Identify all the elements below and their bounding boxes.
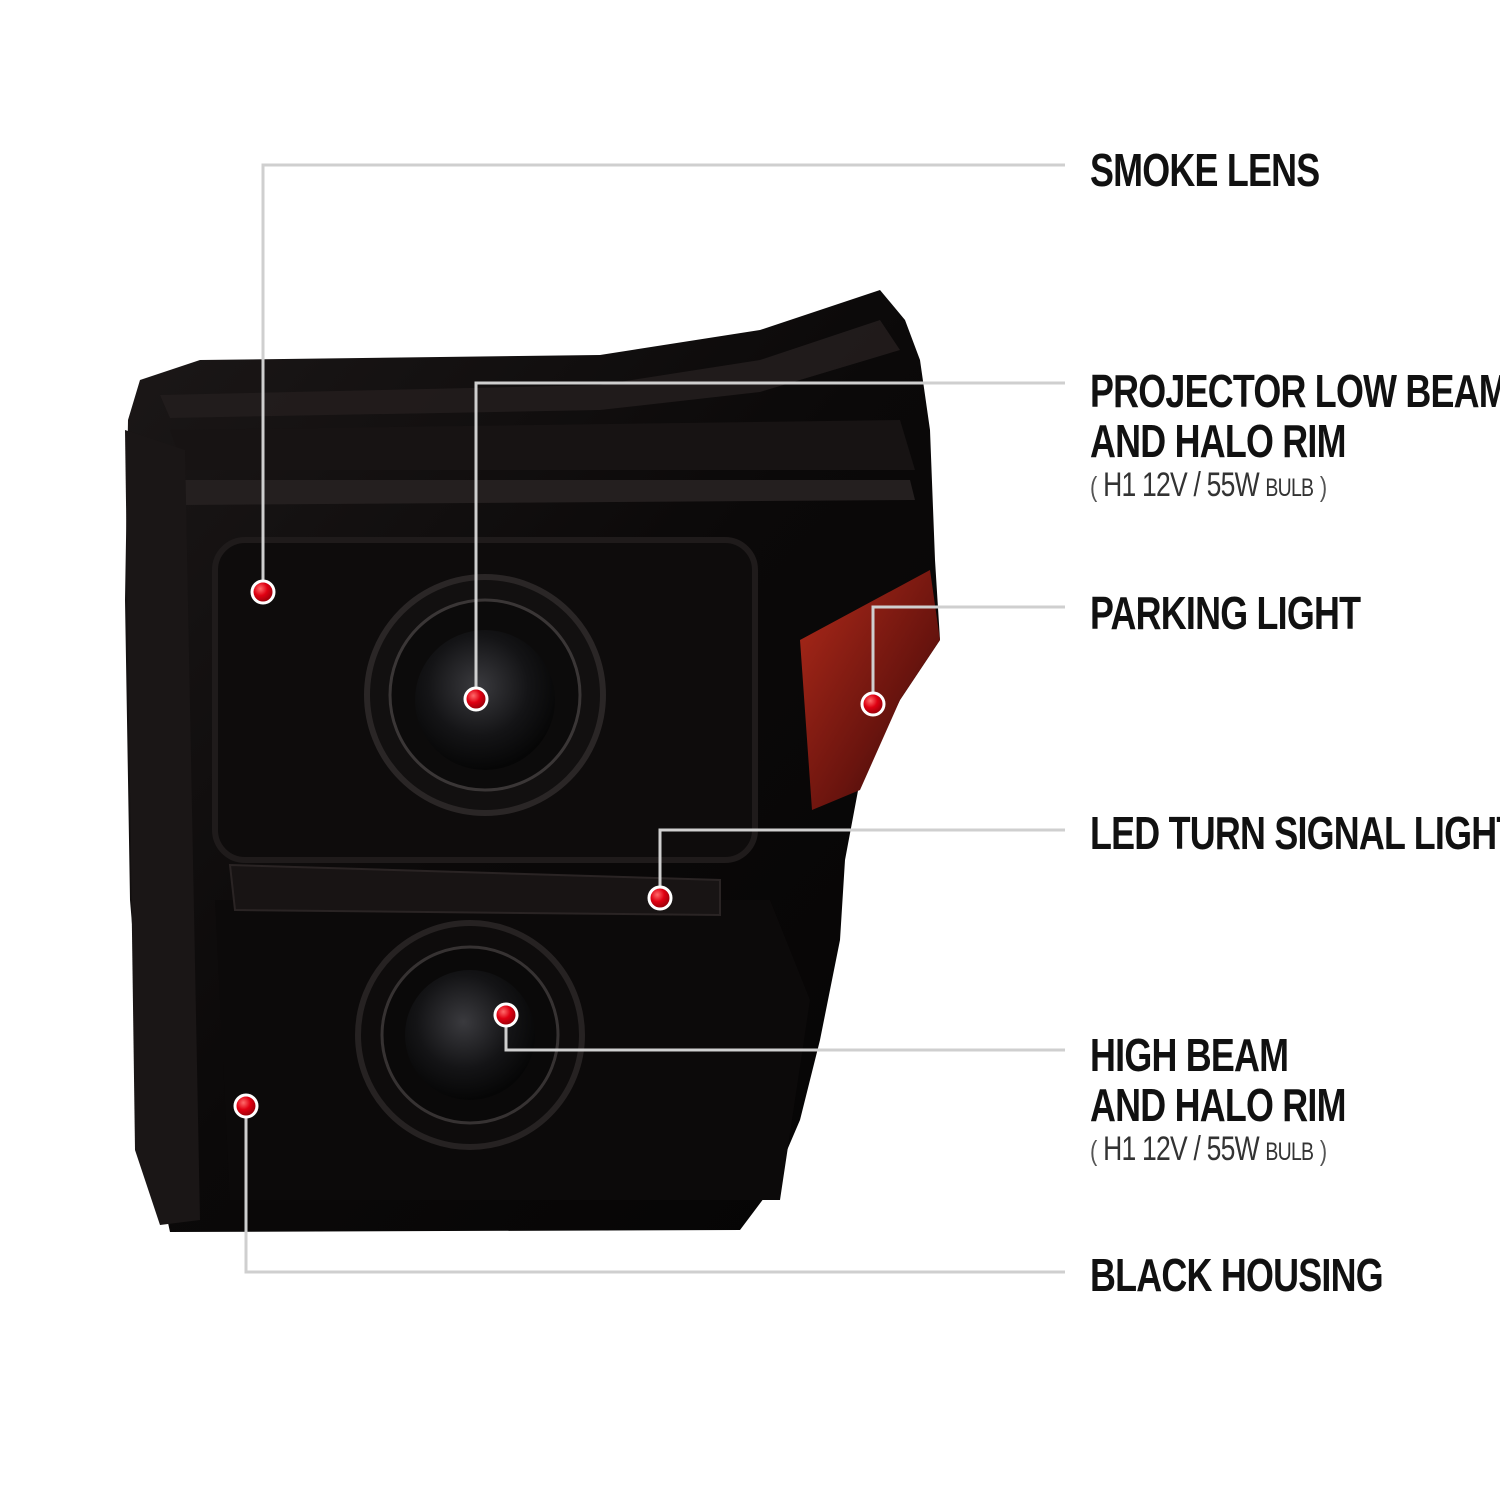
leader-projector-low-beam [474,381,1065,699]
label-line: BLACK HOUSING [1090,1249,1384,1301]
marker-projector-low-beam [463,686,489,712]
label-parking-light: PARKING LIGHT [1090,587,1361,639]
leader-led-turn-signal [658,828,1065,898]
label-line: AND HALO RIM [1090,1079,1347,1131]
spec-main: H1 12V / 55W [1103,1130,1260,1168]
label-line: SMOKE LENS [1090,144,1320,196]
label-line: PARKING LIGHT [1090,587,1361,639]
leader-parking-light [871,605,1065,704]
label-projector-low-beam: PROJECTOR LOW BEAM AND HALO RIM ( H1 12V… [1090,366,1500,507]
label-line: PROJECTOR LOW BEAM [1090,365,1500,417]
led-turn-signal-strip [228,863,721,917]
label-line: AND HALO RIM [1090,415,1347,467]
spec-small: BULB [1265,474,1314,502]
bulb-spec: ( H1 12V / 55W BULB ) [1090,466,1500,507]
label-high-beam: HIGH BEAM AND HALO RIM ( H1 12V / 55W BU… [1090,1029,1347,1171]
bulb-spec: ( H1 12V / 55W BULB ) [1090,1130,1346,1171]
spec-close: ) [1319,471,1327,502]
leader-smoke-lens [261,163,1065,592]
spec-small: BULB [1265,1138,1314,1166]
label-black-housing: BLACK HOUSING [1090,1249,1384,1301]
parking-light-lens [800,570,940,810]
markers [233,579,886,1119]
label-led-turn-signal: LED TURN SIGNAL LIGHT [1090,808,1500,858]
marker-black-housing [233,1093,259,1119]
marker-smoke-lens [250,579,276,605]
spec-main: H1 12V / 55W [1103,466,1260,504]
label-line: HIGH BEAM [1090,1029,1289,1081]
label-smoke-lens: SMOKE LENS [1090,144,1320,196]
leader-black-housing [244,1106,1065,1274]
spec-open: ( [1090,471,1097,502]
label-line: LED TURN SIGNAL LIGHT [1090,807,1500,859]
high-beam [355,920,585,1150]
marker-led-turn-signal [647,885,673,911]
spec-close: ) [1319,1135,1327,1166]
marker-parking-light [860,691,886,717]
spec-open: ( [1090,1135,1097,1166]
leader-lines [244,163,1065,1274]
marker-high-beam [493,1002,519,1028]
